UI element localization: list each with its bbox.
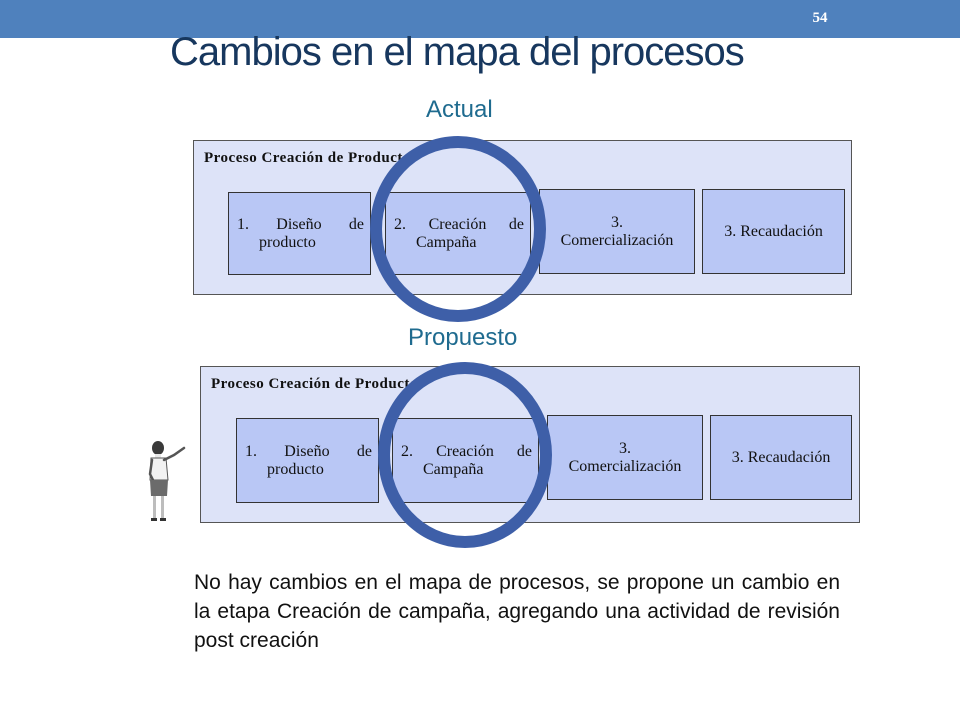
step-label: producto — [259, 233, 316, 251]
top-bar — [0, 0, 960, 38]
actual-process-title: Proceso Creación de Producto — [204, 150, 411, 166]
step-label: Comercialización — [560, 231, 674, 249]
actual-highlight-circle — [370, 136, 546, 322]
step-label: producto — [267, 460, 324, 478]
propuesto-highlight-circle — [378, 362, 552, 548]
step-label: 3. — [611, 213, 623, 231]
actual-step-recaudacion: 3. Recaudación — [702, 189, 845, 274]
step-label: 3. Recaudación — [731, 448, 831, 466]
propuesto-process-title: Proceso Creación de Producto — [211, 376, 418, 392]
summary-text: No hay cambios en el mapa de procesos, s… — [194, 571, 840, 652]
actual-step-diseno: 1. Diseño de producto — [228, 192, 371, 275]
actual-label: Actual — [426, 96, 493, 123]
propuesto-label: Propuesto — [408, 324, 518, 351]
step-label: Comercialización — [568, 457, 682, 475]
step-label: 1. Diseño de — [237, 215, 364, 233]
step-label: 1. Diseño de — [245, 442, 372, 460]
step-label: 3. Recaudación — [724, 222, 823, 240]
propuesto-step-diseno: 1. Diseño de producto — [236, 418, 379, 503]
presenter-figure-icon — [148, 441, 186, 521]
propuesto-step-recaudacion: 3. Recaudación — [710, 415, 852, 500]
slide-number: 54 — [812, 10, 828, 26]
propuesto-step-comercializacion: 3. Comercialización — [547, 415, 703, 500]
step-label: 3. — [619, 439, 631, 457]
slide-title: Cambios en el mapa del procesos — [170, 30, 745, 74]
actual-step-comercializacion: 3. Comercialización — [539, 189, 695, 274]
